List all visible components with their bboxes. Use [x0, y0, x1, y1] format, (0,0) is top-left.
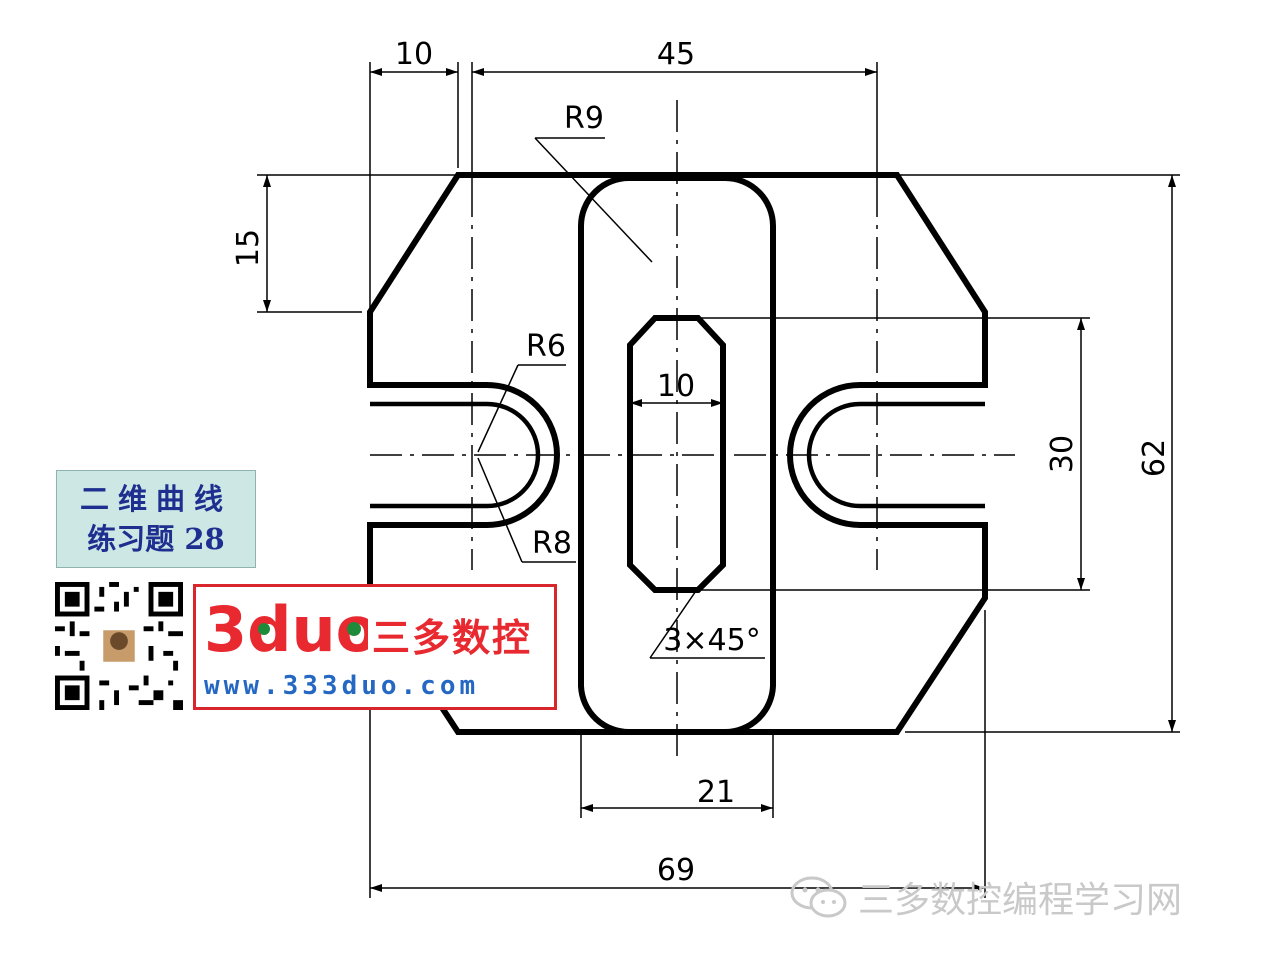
dim-r6: R6 — [526, 329, 566, 364]
dim-top-width: 45 — [657, 37, 695, 72]
exercise-number: 练习题 28 — [87, 522, 225, 556]
arrowheads — [263, 68, 1176, 892]
dim-chamfer-height: 15 — [231, 229, 266, 267]
brand-name: 三多数控 — [372, 616, 533, 660]
brand-banner: 3duo 三多数控 www.333duo.com — [193, 584, 557, 710]
dim-slot-width: 21 — [697, 775, 735, 810]
dim-r8: R8 — [532, 526, 572, 561]
outer-contour — [367, 172, 988, 735]
part-outline — [367, 172, 988, 736]
brand-url: www.333duo.com — [204, 671, 480, 701]
wechat-icon — [790, 876, 847, 918]
dim-inner-chamfer: 3×45° — [663, 623, 760, 658]
qr-code — [55, 582, 183, 710]
brand-logo: 3duo — [204, 595, 368, 665]
exercise-label-box: 二维曲线 练习题 28 — [56, 470, 256, 568]
dim-inner-height: 30 — [1045, 435, 1080, 473]
left-notch-inner — [370, 401, 541, 509]
right-notch-inner — [806, 401, 985, 509]
central-slot — [578, 174, 776, 736]
logo-glyph: 3duo — [204, 595, 368, 665]
dimension-lines — [257, 62, 1180, 898]
dim-r9: R9 — [564, 101, 604, 136]
exercise-title: 二维曲线 — [79, 482, 232, 516]
watermark: 三多数控编程学习网 — [790, 872, 1182, 922]
dim-top-left-width: 10 — [395, 37, 433, 72]
dim-total-width: 69 — [657, 853, 695, 888]
dim-inner-width: 10 — [657, 369, 695, 404]
dim-total-height: 62 — [1137, 439, 1172, 477]
watermark-text: 三多数控编程学习网 — [858, 880, 1183, 921]
